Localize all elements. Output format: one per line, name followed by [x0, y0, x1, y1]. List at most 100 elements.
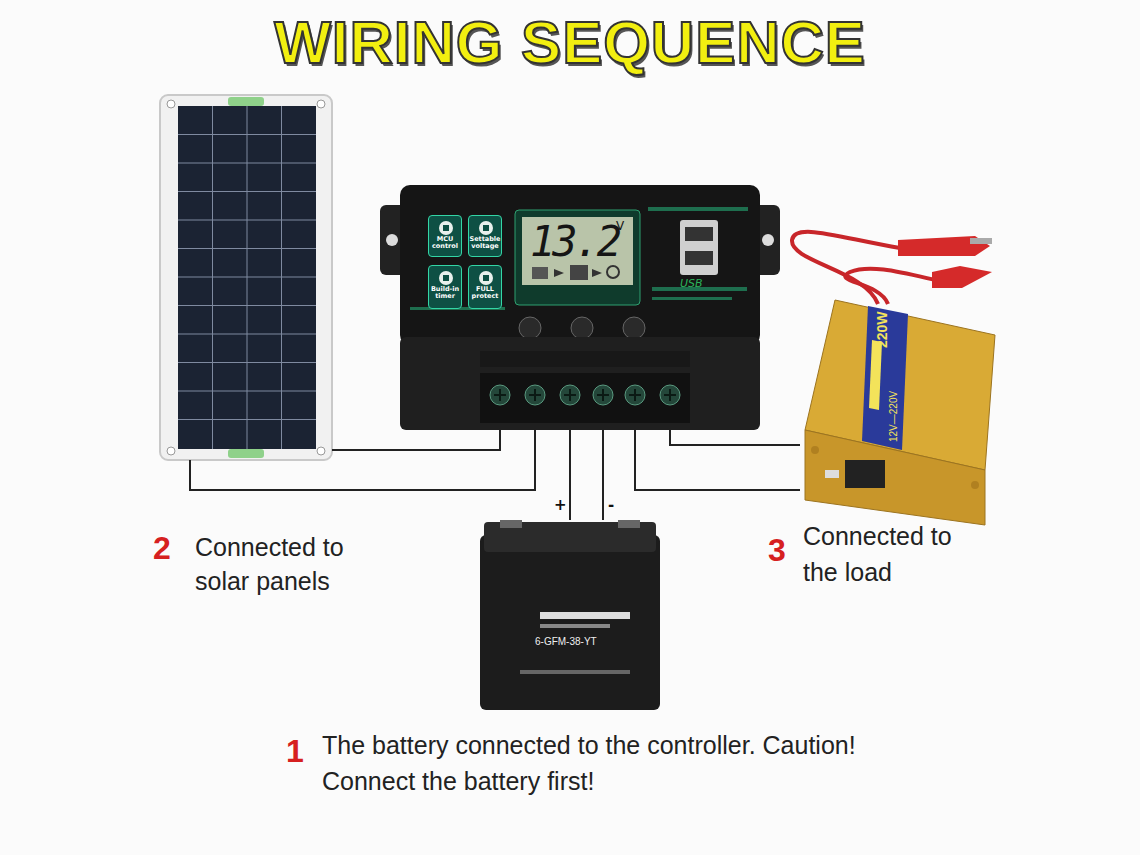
- charge-controller-shape: [680, 220, 718, 275]
- inverter-clip-cable: [845, 269, 935, 304]
- wire-connector: [569, 430, 571, 520]
- battery-model: 6-GFM-38-YT: [535, 636, 597, 647]
- charge-controller-shape: [607, 266, 619, 278]
- charge-controller-shape: [490, 385, 510, 405]
- solar-panel: [178, 362, 316, 363]
- charge-controller-shape: [602, 389, 604, 401]
- usb-label: USB: [680, 277, 703, 290]
- solar-panel: [317, 100, 325, 108]
- charge-controller-shape: [569, 389, 571, 401]
- solar-panel: [167, 447, 175, 455]
- solar-panel: [160, 95, 332, 460]
- feature-tile-shape: [439, 271, 453, 285]
- callout-number: 1: [286, 733, 304, 770]
- charge-controller-shape: [685, 251, 713, 265]
- solar-panel: [228, 97, 264, 106]
- charge-controller-shape: [592, 269, 602, 277]
- battery-shape: [480, 520, 660, 710]
- tile-label: Build-in timer: [429, 286, 461, 300]
- charge-controller-shape: [660, 385, 680, 405]
- inverter-shape: [825, 470, 839, 478]
- voltage-rating: 12V—220V: [888, 352, 899, 442]
- charge-controller-shape: [554, 269, 564, 277]
- inverter-clip-cable: [932, 266, 992, 288]
- callout-number: 2: [153, 530, 171, 567]
- callout-text: Connected to the load: [803, 518, 988, 590]
- charge-controller-shape: [499, 389, 501, 401]
- battery-shape: [520, 670, 630, 674]
- charge-controller-shape: [519, 317, 541, 339]
- inverter-clip-cable: [970, 238, 992, 244]
- charge-controller-shape: [762, 234, 774, 246]
- inverter-shape: [971, 481, 979, 489]
- solar-panel: [178, 134, 316, 135]
- solar-panel: [178, 391, 316, 392]
- diagram-title: WIRING SEQUENCE: [170, 8, 970, 77]
- battery-shape: [480, 535, 660, 710]
- inverter: 220W 12V—220V: [800, 300, 995, 528]
- solar-panel: [178, 248, 316, 249]
- wire-connector: [602, 430, 604, 520]
- solar-panel: [167, 100, 175, 108]
- charge-controller-shape: [570, 265, 588, 280]
- charge-controller-shape: [532, 267, 548, 279]
- unit-label: V: [616, 219, 624, 233]
- feature-tile: FULL protect: [468, 265, 502, 309]
- solar-panel: [178, 334, 316, 335]
- charge-controller-shape: [534, 389, 536, 401]
- charge-controller-shape: [400, 337, 760, 430]
- solar-panel: [178, 305, 316, 306]
- feature-tile-shape: [479, 271, 493, 285]
- wire-connector: [635, 430, 800, 490]
- charge-controller-shape: [625, 385, 645, 405]
- inverter-shape: [862, 306, 908, 450]
- panel-wire: [332, 430, 500, 450]
- charge-controller-shape: [480, 351, 690, 367]
- solar-panel: [178, 220, 316, 221]
- battery: 6-GFM-38-YT: [480, 520, 660, 710]
- inverter-shape: [869, 340, 882, 410]
- tile-label: MCU control: [429, 236, 461, 250]
- tile-label: Settable voltage: [469, 236, 501, 250]
- solar-panel: [178, 277, 316, 278]
- charge-controller-shape: [515, 210, 640, 305]
- charge-controller-shape: [634, 389, 636, 401]
- polarity-label: -: [608, 496, 614, 514]
- solar-panel: [317, 447, 325, 455]
- charge-controller-shape: [593, 385, 613, 405]
- solar-panel: [178, 191, 316, 192]
- charge-controller-shape: [400, 185, 760, 345]
- power-rating: 220W: [874, 308, 890, 348]
- wire-connector: [670, 430, 800, 445]
- battery-shape: [540, 612, 630, 619]
- feature-tile-shape: [443, 225, 449, 231]
- battery-shape: [540, 624, 610, 628]
- charge-controller-shape: [525, 385, 545, 405]
- feature-tile: Settable voltage: [468, 215, 502, 257]
- tile-label: FULL protect: [469, 286, 501, 300]
- inverter-shape: [811, 446, 819, 454]
- charge-controller-shape: [571, 317, 593, 339]
- panel-wire: [190, 430, 535, 490]
- charge-controller-shape: [648, 207, 748, 211]
- charge-controller-shape: [669, 389, 671, 401]
- charge-controller-shape: [652, 297, 732, 300]
- charge-controller: 13.2V USB MCU control Settable voltageBuild…: [380, 185, 780, 430]
- feature-tile-shape: [439, 221, 453, 235]
- solar-panel: [178, 163, 316, 164]
- feature-tile-shape: [479, 221, 493, 235]
- charge-controller-shape: [623, 317, 645, 339]
- charge-controller-shape: [480, 373, 690, 423]
- solar-panel: [178, 106, 316, 449]
- solar-panel: [178, 106, 316, 449]
- solar-panel: [178, 419, 316, 420]
- battery-shape: [500, 520, 522, 528]
- inverter-clip-cable: [792, 232, 992, 304]
- polarity-label: +: [554, 496, 567, 514]
- battery-shape: [618, 520, 640, 528]
- charge-controller-shape: [560, 385, 580, 405]
- feature-tile-shape: [443, 275, 449, 281]
- lcd-reading: 13.2: [530, 217, 619, 266]
- charge-controller-shape: [685, 227, 713, 241]
